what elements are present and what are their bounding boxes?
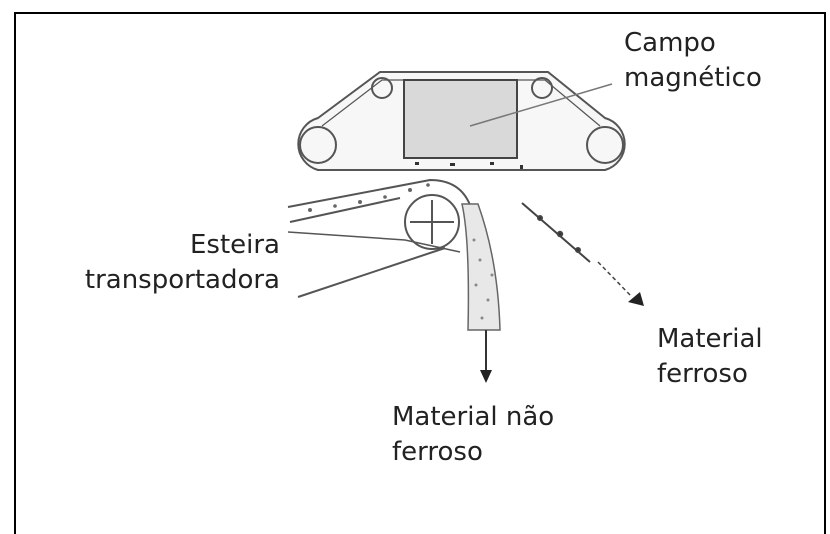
magnetic-field-label-line1: Campo: [624, 28, 716, 58]
pulley-right: [586, 126, 624, 164]
ferrous-arrow: [597, 261, 644, 306]
conveyor-belt-label-line1: Esteira: [189, 230, 280, 260]
roller-top-left: [371, 77, 393, 99]
conveyor-belt: [287, 178, 471, 253]
non-ferrous-material-label-line1: Material não: [392, 402, 555, 432]
leader-line-magnetic-field: [469, 83, 613, 127]
roller-top-right: [531, 77, 553, 99]
non-ferrous-material-label: Material não ferroso: [392, 400, 554, 470]
ferrous-stream: [521, 202, 591, 263]
magnetic-separator: [297, 71, 626, 171]
ferrous-material-label-line2: ferroso: [657, 359, 748, 389]
ferrous-material-label: Material ferroso: [657, 322, 763, 392]
belt-material: [308, 183, 430, 212]
pulley-left: [299, 126, 337, 164]
leader-line-conveyor: [297, 247, 446, 298]
non-ferrous-material-label-line2: ferroso: [392, 437, 483, 467]
conveyor-belt-label: Esteira transportadora: [24, 228, 280, 298]
non-ferrous-arrow: [480, 330, 492, 383]
conveyor-belt-label-line2: transportadora: [84, 265, 280, 295]
magnetic-field-label-line2: magnético: [624, 63, 762, 93]
magnetic-field-label: Campo magnético: [624, 26, 762, 96]
magnet-block: [403, 79, 518, 159]
non-ferrous-stream: [461, 203, 501, 331]
attracted-particles: [415, 162, 523, 169]
ferrous-material-label-line1: Material: [657, 324, 763, 354]
